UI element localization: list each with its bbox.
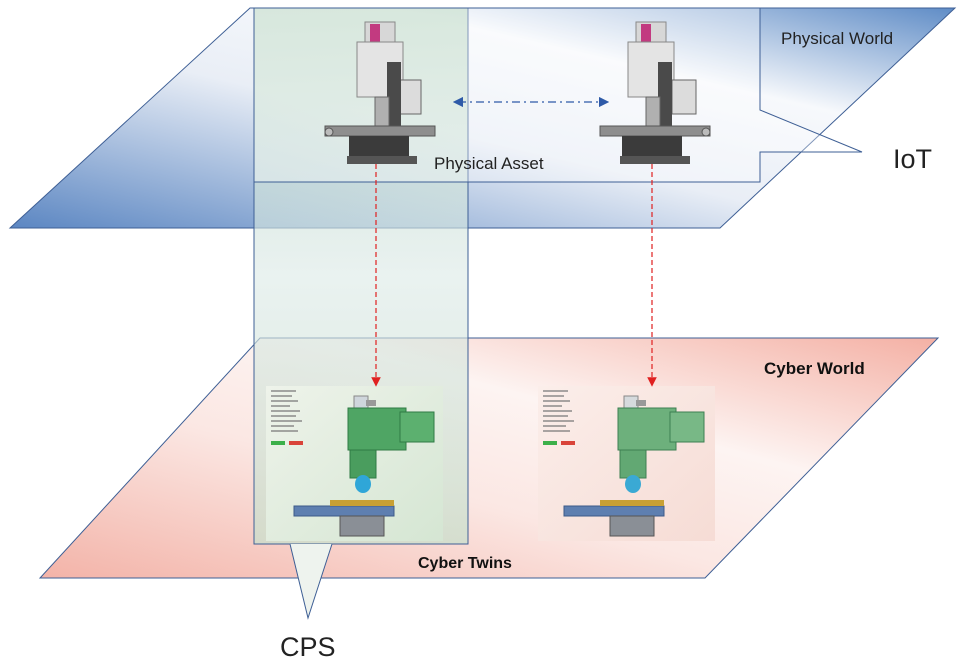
cyber-world-label: Cyber World [764, 359, 865, 378]
iot-label: IoT [893, 144, 932, 174]
cyber-twin-right-image [538, 386, 715, 541]
physical-asset-left-image [324, 21, 436, 164]
cyber-twin-left-image [266, 386, 443, 541]
physical-asset-label: Physical Asset [434, 154, 544, 173]
cps-label: CPS [280, 632, 336, 661]
physical-asset-right-image [599, 21, 711, 164]
cyber-twins-label: Cyber Twins [418, 555, 512, 572]
physical-world-label: Physical World [781, 29, 893, 48]
cps-callout-tail [289, 543, 333, 620]
